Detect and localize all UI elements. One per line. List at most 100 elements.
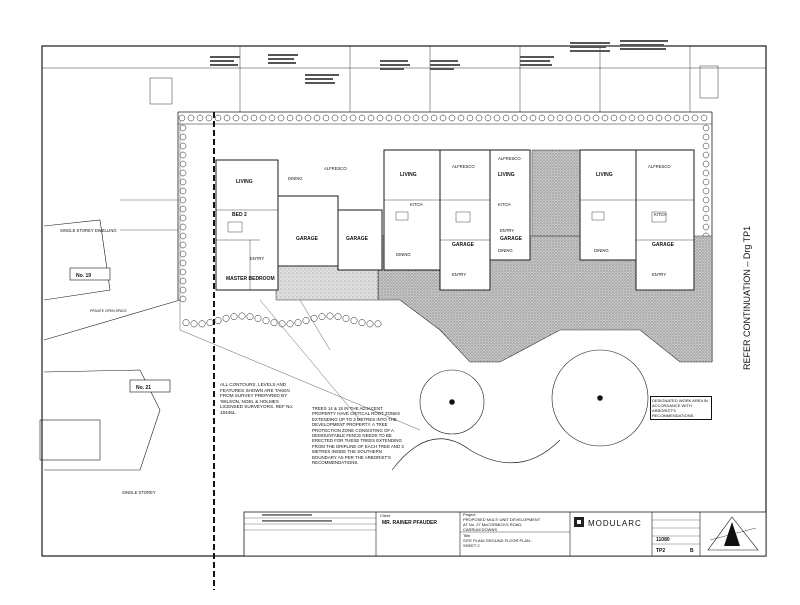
boundary-shrub [179,232,187,240]
garden-shrub [246,313,254,321]
boundary-shrub [358,114,366,122]
boundary-shrub [610,114,618,122]
boundary-shrub [179,277,187,285]
title-block: Client MR. RAINER PFAUDER Project PROPOS… [243,511,767,557]
boundary-shrub [583,114,591,122]
boundary-shrub [601,114,609,122]
neighbour-boundaries [42,46,766,112]
garden-shrub [222,314,230,322]
boundary-shrub [702,214,710,222]
garden-shrub [206,319,214,327]
boundary-shrub [196,114,204,122]
boundary-shrub [691,114,699,122]
unit3-alfresco-label: ALFRESCO [498,156,521,161]
no19-label: No. 19 [76,273,91,279]
unit2-entry-label: ENTRY [452,272,466,277]
boundary-shrub [286,114,294,122]
boundary-shrub [349,114,357,122]
boundary-shrub [484,114,492,122]
boundary-shrub [430,114,438,122]
boundary-shrub [493,114,501,122]
garden-shrub [270,319,278,327]
boundary-shrub [702,124,710,132]
neighbour-dwellings [39,219,181,471]
boundary-shrub [295,114,303,122]
boundary-shrub [179,214,187,222]
boundary-shrub [179,286,187,294]
boundary-shrub [702,169,710,177]
boundary-shrub [457,114,465,122]
boundary-shrub [385,114,393,122]
boundary-shrub [179,205,187,213]
boundary-shrub [179,295,187,303]
garden-shrub [318,313,326,321]
project-line-1: PROPOSED MULTI UNIT DEVELOPMENT [463,517,541,522]
boundary-shrub [637,114,645,122]
boundary-shrub [547,114,555,122]
garden-shrub [374,320,382,328]
boundary-shrub [592,114,600,122]
boundary-shrub [421,114,429,122]
no21-label: No. 21 [136,385,151,391]
refer-continuation-label: REFER CONTINUATION – Drg TP1 [742,226,752,370]
company-name: MODULARC [588,519,642,528]
private-open-space-label: PRIVATE OPEN SPACE [90,309,127,313]
garden-shrub [334,313,342,321]
unit4-living-label: LIVING [596,172,613,178]
boundary-shrub [664,114,672,122]
boundary-shrub [241,114,249,122]
boundary-shrub [179,169,187,177]
unit4-dining-label: DINING [594,248,609,253]
garden-shrub [182,319,190,327]
client-name: MR. RAINER PFAUDER [382,520,437,526]
building-interior-walls [216,199,694,290]
boundary-shrub [646,114,654,122]
unit2-kitch-label: KITCH [410,202,423,207]
boundary-shrub [466,114,474,122]
boundary-shrub [259,114,267,122]
trees-note-text: TREES 14 & 15 IN THE ADJACENT PROPERTY H… [312,406,404,466]
unit1-garage-label: GARAGE [296,236,319,242]
project-label: Project [463,512,476,517]
boundary-shrub [702,178,710,186]
unit1-alfresco-label: ALFRESCO [324,166,347,171]
boundary-shrub [403,114,411,122]
boundary-shrub [628,114,636,122]
garage-doors [278,265,694,291]
left-dimension-lines [120,120,181,330]
contours-note: ALL CONTOURS, LEVELS AND FEATURES SHOWN … [220,382,294,415]
boundary-shrub [313,114,321,122]
north-arrow-icon [707,516,759,551]
boundary-shrub [702,151,710,159]
garden-shrub [350,317,358,325]
boundary-shrub [179,187,187,195]
boundary-shrub [702,196,710,204]
boundary-shrub [179,196,187,204]
boundary-shrub [223,114,231,122]
garden-shrub [198,320,206,328]
boundary-shrub [702,133,710,141]
unit4-garage-label: GARAGE [652,242,675,248]
building-outlines [215,149,695,291]
boundary-shrub [439,114,447,122]
drawing-number: TP2 [656,548,665,554]
unit1-dining-label: DINING [288,176,303,181]
garden-shrub [366,320,374,328]
garden-shrub [294,319,302,327]
boundary-shrub [179,151,187,159]
bed2-label: BED 2 [232,212,247,218]
trees-note: TREES 14 & 15 IN THE ADJACENT PROPERTY H… [312,406,404,466]
contours-note-text: ALL CONTOURS, LEVELS AND FEATURES SHOWN … [220,382,294,415]
boundary-shrub [179,268,187,276]
boundary-shrub [340,114,348,122]
boundary-shrub [565,114,573,122]
boundary-shrub [304,114,312,122]
master-bedroom-label: MASTER BEDROOM [226,276,275,282]
boundary-shrub [702,160,710,168]
unit2-alfresco-label: ALFRESCO [452,164,475,169]
garden-shrub [262,317,270,325]
garage-main-label: GARAGE [346,236,369,242]
unit3-entry-label: ENTRY [500,228,514,233]
driveway-strip [531,149,581,237]
